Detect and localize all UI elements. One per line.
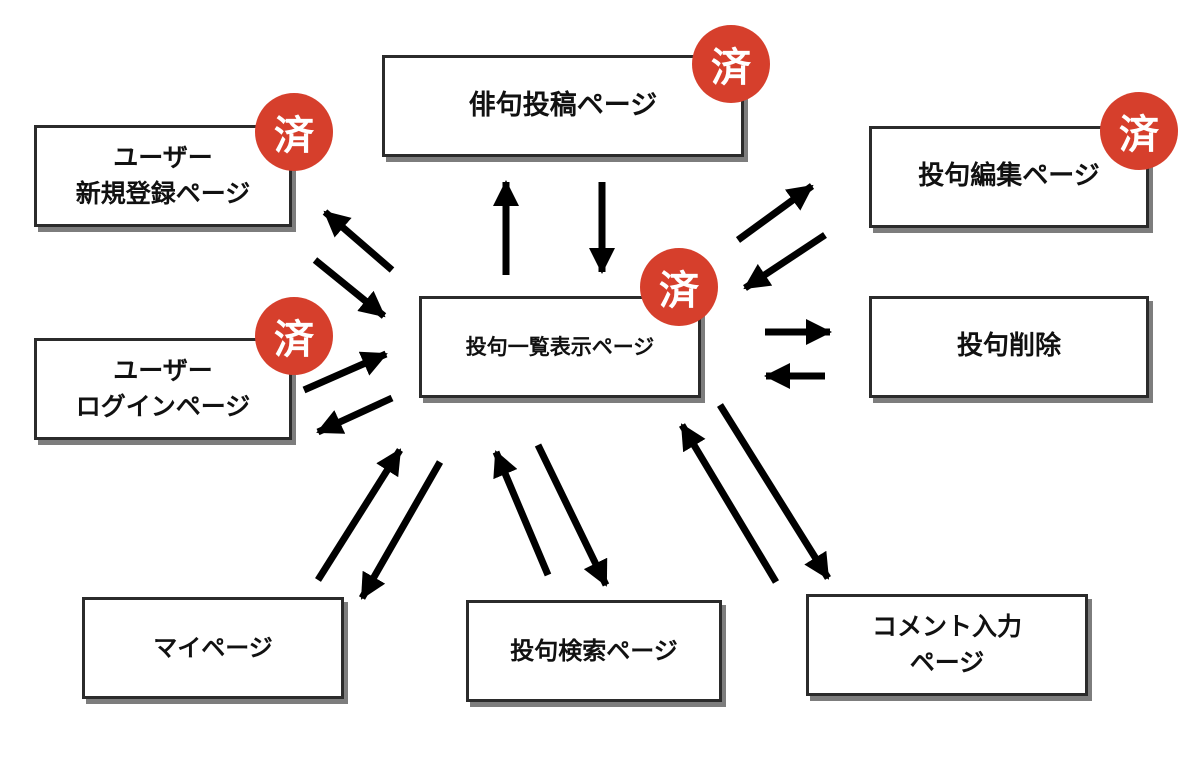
arrow-mypage-to-list	[315, 448, 403, 582]
node-user-login-label: ユーザー ログインページ	[75, 355, 251, 421]
arrow-comment-to-list	[678, 423, 780, 584]
node-post-list: 投句一覧表示ページ	[419, 296, 701, 398]
node-comment-input-label: コメント入力 ページ	[871, 611, 1022, 677]
node-user-login: ユーザー ログインページ	[34, 338, 292, 440]
arrow-list-to-register	[322, 209, 395, 273]
arrow-list-to-mypage	[358, 460, 444, 600]
arrow-search-to-list	[492, 450, 552, 577]
node-haiku-post: 俳句投稿ページ	[382, 55, 744, 157]
badge-user-register-done: 済	[255, 93, 333, 171]
node-comment-input: コメント入力 ページ	[806, 594, 1088, 696]
arrow-edit-to-list	[743, 232, 827, 291]
arrow-list-to-edit	[735, 183, 815, 243]
badge-user-login-done: 済	[255, 297, 333, 375]
node-haiku-post-label: 俳句投稿ページ	[468, 90, 658, 122]
node-post-delete-label: 投句削除	[956, 331, 1061, 362]
node-post-edit-label: 投句編集ページ	[918, 161, 1100, 192]
badge-haiku-post-done: 済	[692, 25, 770, 103]
node-my-page: マイページ	[82, 597, 344, 699]
node-post-search-label: 投句検索ページ	[510, 636, 678, 665]
node-my-page-label: マイページ	[153, 633, 273, 662]
arrow-list-to-search	[534, 443, 610, 587]
badge-post-list-done: 済	[640, 248, 718, 326]
arrow-register-to-list	[312, 257, 387, 319]
arrow-list-to-comment	[717, 403, 831, 580]
arrow-login-to-list	[302, 350, 388, 394]
node-user-register: ユーザー 新規登録ページ	[34, 125, 292, 227]
node-post-delete: 投句削除	[869, 296, 1149, 398]
badge-post-edit-done: 済	[1100, 92, 1178, 170]
node-post-search: 投句検索ページ	[466, 600, 722, 702]
node-post-list-label: 投句一覧表示ページ	[465, 334, 655, 359]
node-user-register-label: ユーザー 新規登録ページ	[75, 142, 251, 208]
arrow-list-to-login	[316, 394, 394, 436]
